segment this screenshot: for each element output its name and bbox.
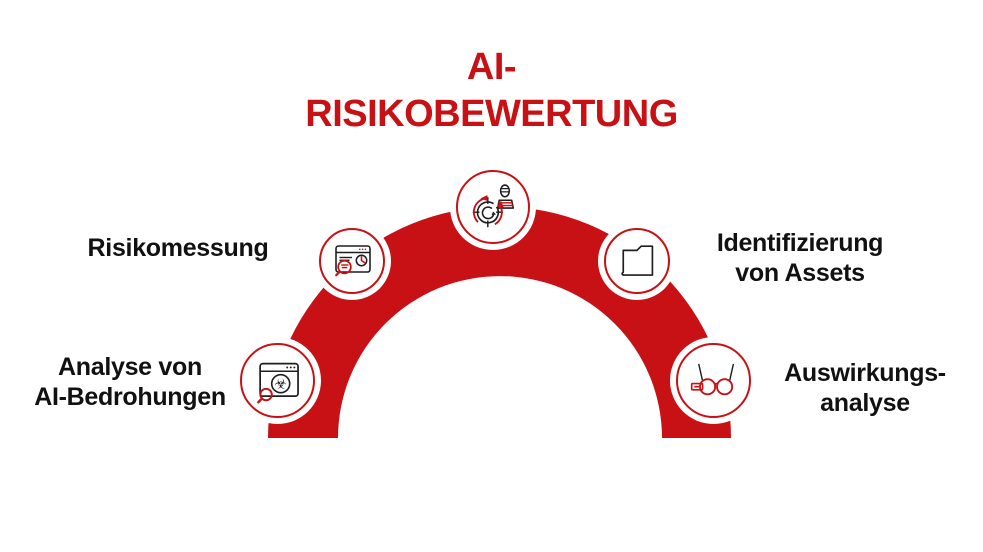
label-risk-measurement: Risikomessung [58,233,298,263]
page-title-line1: AI- [466,46,517,88]
page-title: AI- RISIKOBEWERTUNG [0,44,983,138]
label-ai-threat-analysis: Analyse von AI-Bedrohungen [10,352,250,412]
node-risk-measurement [319,228,385,294]
label-ai-threat-analysis-line2: AI-Bedrohungen [34,383,226,411]
browser-biohazard-magnifier-icon: ☣ [256,362,299,403]
label-risk-measurement-line1: Risikomessung [87,234,269,262]
svg-text:☣: ☣ [274,376,287,392]
node-asset-identification [604,228,670,294]
label-asset-identification: Identifizierung von Assets [685,228,915,288]
label-asset-identification-line1: Identifizierung [716,229,884,257]
label-impact-analysis-line2: analyse [820,389,910,417]
node-risk-cycle [456,170,530,244]
label-asset-identification-line2: von Assets [735,259,865,287]
node-ai-threat-analysis: ☣ [240,343,315,418]
node-impact-analysis [676,343,751,418]
page-title-line2: RISIKOBEWERTUNG [305,93,678,135]
risk-cycle-person-icon [472,184,515,228]
smart-glasses-icon [690,363,734,395]
browser-metrics-magnifier-icon [335,245,371,277]
label-impact-analysis-line1: Auswirkungs- [784,359,946,387]
folder-icon [621,245,654,276]
label-ai-threat-analysis-line1: Analyse von [58,353,202,381]
label-impact-analysis: Auswirkungs- analyse [750,358,980,418]
